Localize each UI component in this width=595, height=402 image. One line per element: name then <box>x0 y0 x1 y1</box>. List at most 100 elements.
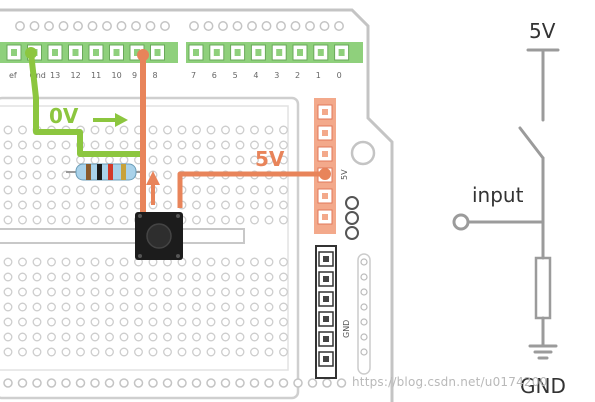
breadboard-hole <box>163 347 172 357</box>
breadboard-hole <box>235 185 245 195</box>
breadboard-hole <box>119 155 129 165</box>
breadboard-hole <box>18 347 27 357</box>
breadboard-hole <box>47 200 56 210</box>
breadboard-hole <box>76 272 85 282</box>
ground-header-sockets <box>318 251 334 367</box>
breadboard-hole <box>192 287 201 297</box>
breadboard-hole <box>148 140 158 150</box>
breadboard-hole <box>134 302 143 312</box>
breadboard-hole <box>163 140 172 150</box>
bottom-hole <box>104 378 115 388</box>
header-socket-pin <box>134 49 140 56</box>
breadboard-hole <box>105 272 114 282</box>
breadboard-hole <box>264 347 274 357</box>
breadboard-hole <box>119 272 129 282</box>
breadboard-hole <box>61 257 71 267</box>
top-hole <box>73 21 83 31</box>
header-socket-pin <box>317 49 324 56</box>
ground-socket-pin <box>323 336 329 342</box>
breadboard-hole <box>221 185 230 195</box>
breadboard-hole <box>148 287 158 297</box>
header-socket-pin <box>72 49 79 56</box>
breadboard-hole <box>3 215 13 225</box>
power-socket-pin <box>322 151 328 157</box>
breadboard-hole <box>279 272 288 282</box>
top-hole <box>160 21 170 31</box>
breadboard-hole <box>148 347 158 357</box>
ground-label: GND <box>520 374 566 398</box>
breadboard-hole <box>18 272 27 282</box>
top-hole <box>305 21 315 31</box>
breadboard-hole <box>47 185 56 195</box>
power-arrow-head <box>146 171 160 185</box>
breadboard-hole <box>32 200 42 210</box>
header-bump <box>345 226 359 240</box>
breadboard-hole <box>61 317 71 327</box>
breadboard-hole <box>177 317 187 327</box>
bottom-hole <box>191 378 202 388</box>
breadboard-hole <box>18 170 27 180</box>
pin-label: 10 <box>112 71 122 80</box>
bottom-hole <box>293 378 303 388</box>
breadboard-hole <box>47 257 56 267</box>
bottom-hole <box>249 378 260 388</box>
breadboard-hole <box>32 170 42 180</box>
header-bumps <box>345 196 359 240</box>
breadboard-hole <box>32 257 42 267</box>
breadboard-hole <box>119 215 129 225</box>
breadboard-hole <box>206 257 216 267</box>
breadboard-hole <box>3 302 13 312</box>
breadboard-hole <box>221 347 230 357</box>
input-label: input <box>472 183 524 207</box>
breadboard-hole <box>105 257 114 267</box>
schematic <box>466 48 560 360</box>
top-hole <box>276 21 286 31</box>
breadboard-hole <box>18 200 27 210</box>
breadboard-hole <box>221 287 230 297</box>
breadboard-hole <box>61 302 71 312</box>
breadboard-hole <box>18 155 27 165</box>
top-hole <box>116 21 127 31</box>
breadboard-hole <box>235 140 245 150</box>
breadboard-hole <box>134 332 143 342</box>
breadboard-hole <box>119 287 129 297</box>
top-hole <box>58 21 69 31</box>
breadboard-hole <box>119 302 129 312</box>
breadboard-hole <box>119 317 129 327</box>
breadboard-hole <box>32 272 42 282</box>
breadboard-hole <box>279 185 288 195</box>
pin-label: 3 <box>274 71 279 80</box>
breadboard-hole <box>76 200 85 210</box>
breadboard-hole <box>18 140 27 150</box>
breadboard-hole <box>32 287 42 297</box>
breadboard-hole <box>90 125 100 135</box>
breadboard-hole <box>134 347 143 357</box>
breadboard-hole <box>90 257 100 267</box>
pin-label: 6 <box>212 71 217 80</box>
breadboard-hole <box>279 332 288 342</box>
header-socket-pin <box>93 49 99 56</box>
ground-strip-hole <box>360 273 368 281</box>
top-hole <box>334 21 344 31</box>
breadboard-hole <box>47 155 56 165</box>
breadboard-hole <box>90 332 100 342</box>
breadboard-hole <box>264 272 274 282</box>
breadboard-hole <box>3 287 13 297</box>
breadboard-hole <box>192 215 201 225</box>
breadboard-hole <box>163 155 172 165</box>
power-wire-label: 5V <box>255 147 285 171</box>
breadboard-hole <box>105 185 114 195</box>
bottom-hole <box>162 378 173 388</box>
ground-strip-hole <box>360 288 368 296</box>
pin-label: ef <box>9 71 17 80</box>
pin-label: 12 <box>71 71 81 80</box>
breadboard-hole <box>32 332 42 342</box>
breadboard-hole <box>3 332 13 342</box>
breadboard-hole <box>47 347 56 357</box>
ground-wire-end <box>25 47 37 59</box>
breadboard-hole <box>76 155 85 165</box>
breadboard-hole <box>264 185 274 195</box>
ground-socket-pin <box>323 316 329 322</box>
breadboard-hole <box>192 200 201 210</box>
